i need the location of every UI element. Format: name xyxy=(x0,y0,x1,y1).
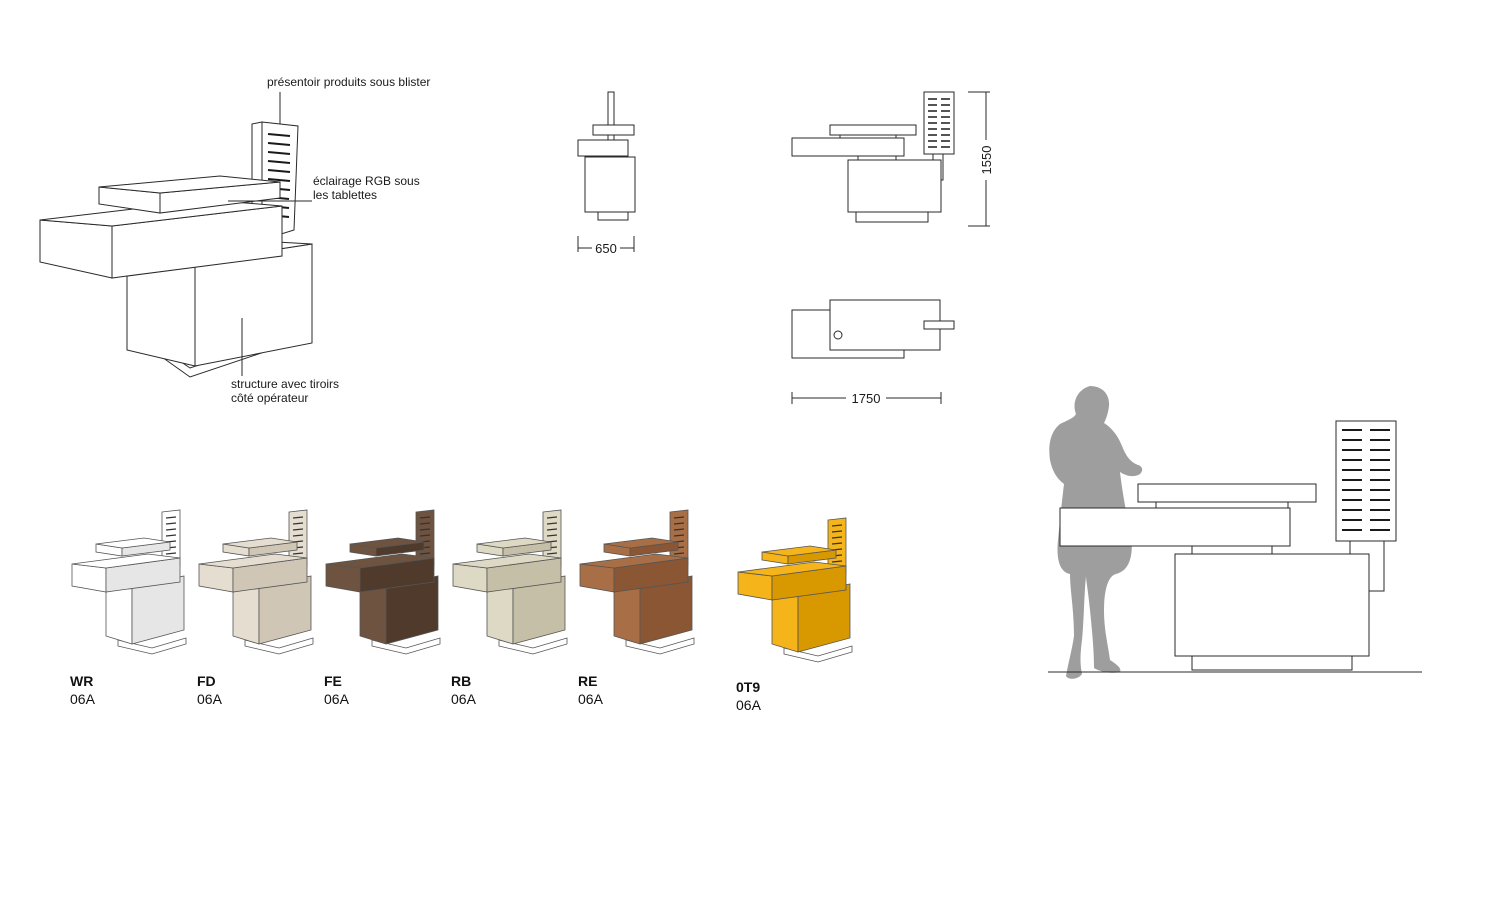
finish-code: WR xyxy=(70,673,93,689)
finish-code: 0T9 xyxy=(736,679,760,695)
finish-swatch-wr: WR 06A xyxy=(70,509,187,707)
finish-swatch-re: RE 06A xyxy=(578,509,695,707)
annotation-lighting-line2: les tablettes xyxy=(313,188,377,202)
annotation-structure-line1: structure avec tiroirs xyxy=(231,377,339,391)
front-elevation-drawing xyxy=(791,91,990,227)
finish-code: FE xyxy=(324,673,342,689)
plan-view-drawing xyxy=(791,299,955,404)
dimension-height: 1550 xyxy=(979,146,994,175)
finish-code: RB xyxy=(451,673,471,689)
finish-subcode: 06A xyxy=(197,691,223,707)
finish-code: RE xyxy=(578,673,597,689)
isometric-counter-drawing xyxy=(39,92,313,378)
annotation-structure-line2: côté opérateur xyxy=(231,391,308,405)
side-view-drawing xyxy=(577,91,636,252)
finish-subcode: 06A xyxy=(451,691,477,707)
finish-swatch-fd: FD 06A xyxy=(197,509,314,707)
dimension-depth: 650 xyxy=(595,241,617,256)
annotation-blister: présentoir produits sous blister xyxy=(267,75,430,89)
dimension-width: 1750 xyxy=(852,391,881,406)
finish-subcode: 06A xyxy=(70,691,96,707)
finish-code: FD xyxy=(197,673,216,689)
scale-figure-group xyxy=(1048,386,1422,679)
finish-swatch-fe: FE 06A xyxy=(324,509,441,707)
annotation-lighting-line1: éclairage RGB sous xyxy=(313,174,420,188)
finish-subcode: 06A xyxy=(736,697,762,713)
finish-subcode: 06A xyxy=(324,691,350,707)
finish-subcode: 06A xyxy=(578,691,604,707)
finish-swatch-rb: RB 06A xyxy=(451,509,568,707)
